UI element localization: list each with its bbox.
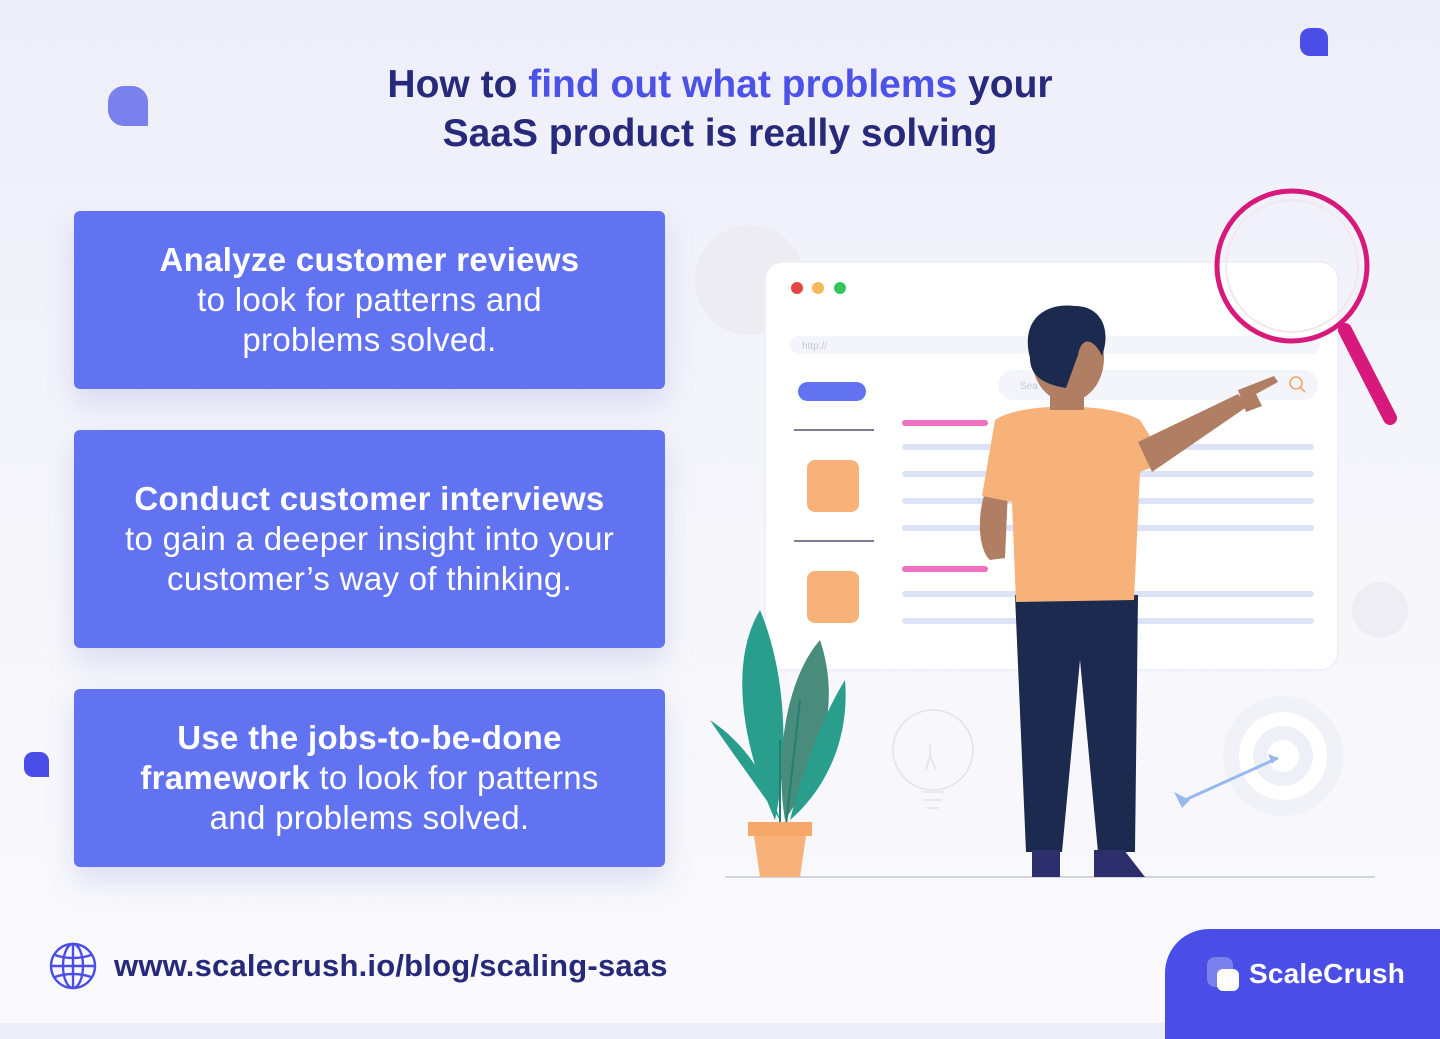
tip-card-bold: Use the jobs-to-be-done framework xyxy=(140,719,562,796)
tip-card-text: to gain a deeper insight into your custo… xyxy=(124,520,615,597)
background-pin-shape xyxy=(1352,582,1408,638)
pot-body xyxy=(754,836,806,877)
person-illustration xyxy=(979,305,1278,877)
globe-icon xyxy=(49,942,97,990)
brand-tab: ScaleCrush xyxy=(1165,929,1440,1039)
decorative-shape xyxy=(24,752,49,777)
window-minimize-dot xyxy=(812,282,824,294)
title-highlight: find out what problems xyxy=(528,63,958,106)
thumbnail-shape xyxy=(807,571,859,623)
tip-card-bold: Analyze customer reviews xyxy=(159,241,580,278)
url-bar-text: http:// xyxy=(802,341,827,352)
decorative-shape xyxy=(108,86,148,126)
footer-url-text[interactable]: www.scalecrush.io/blog/scaling-saas xyxy=(114,948,668,983)
search-bar-text: Sea xyxy=(1020,381,1038,392)
scalecrush-logo-icon xyxy=(1207,957,1239,991)
tip-card-bold: Conduct customer interviews xyxy=(134,480,605,517)
pot-rim xyxy=(748,822,812,836)
magnifier-icon xyxy=(1214,188,1397,425)
page-title: How to find out what problems your SaaS … xyxy=(220,60,1220,158)
thumbnail-shape xyxy=(807,460,859,512)
brand-logo: ScaleCrush xyxy=(1207,957,1405,991)
tip-card-text: to look for patterns and problems solved… xyxy=(197,281,542,358)
tip-card-text: to look for patterns and problems solved… xyxy=(209,759,599,836)
brand-name: ScaleCrush xyxy=(1249,958,1406,989)
tip-card-reviews: Analyze customer reviews to look for pat… xyxy=(74,211,665,389)
tip-card-jtbd: Use the jobs-to-be-done framework to loo… xyxy=(74,689,665,867)
search-illustration: http:// Sea xyxy=(695,188,1408,878)
plant-illustration xyxy=(710,610,846,877)
lightbulb-icon xyxy=(892,709,974,809)
title-line-1: How to find out what problems your xyxy=(387,63,1053,106)
footer-link[interactable]: www.scalecrush.io/blog/scaling-saas xyxy=(48,940,668,992)
result-title-line xyxy=(902,566,988,572)
title-line-2: SaaS product is really solving xyxy=(442,112,998,155)
target-icon xyxy=(1174,696,1343,816)
window-close-dot xyxy=(791,282,803,294)
sidebar-pill xyxy=(798,382,866,401)
search-icon xyxy=(1289,376,1306,393)
tip-card-interviews: Conduct customer interviews to gain a de… xyxy=(74,430,665,648)
decorative-shape xyxy=(1300,28,1328,56)
result-title-line xyxy=(902,420,988,426)
window-maximize-dot xyxy=(834,282,846,294)
